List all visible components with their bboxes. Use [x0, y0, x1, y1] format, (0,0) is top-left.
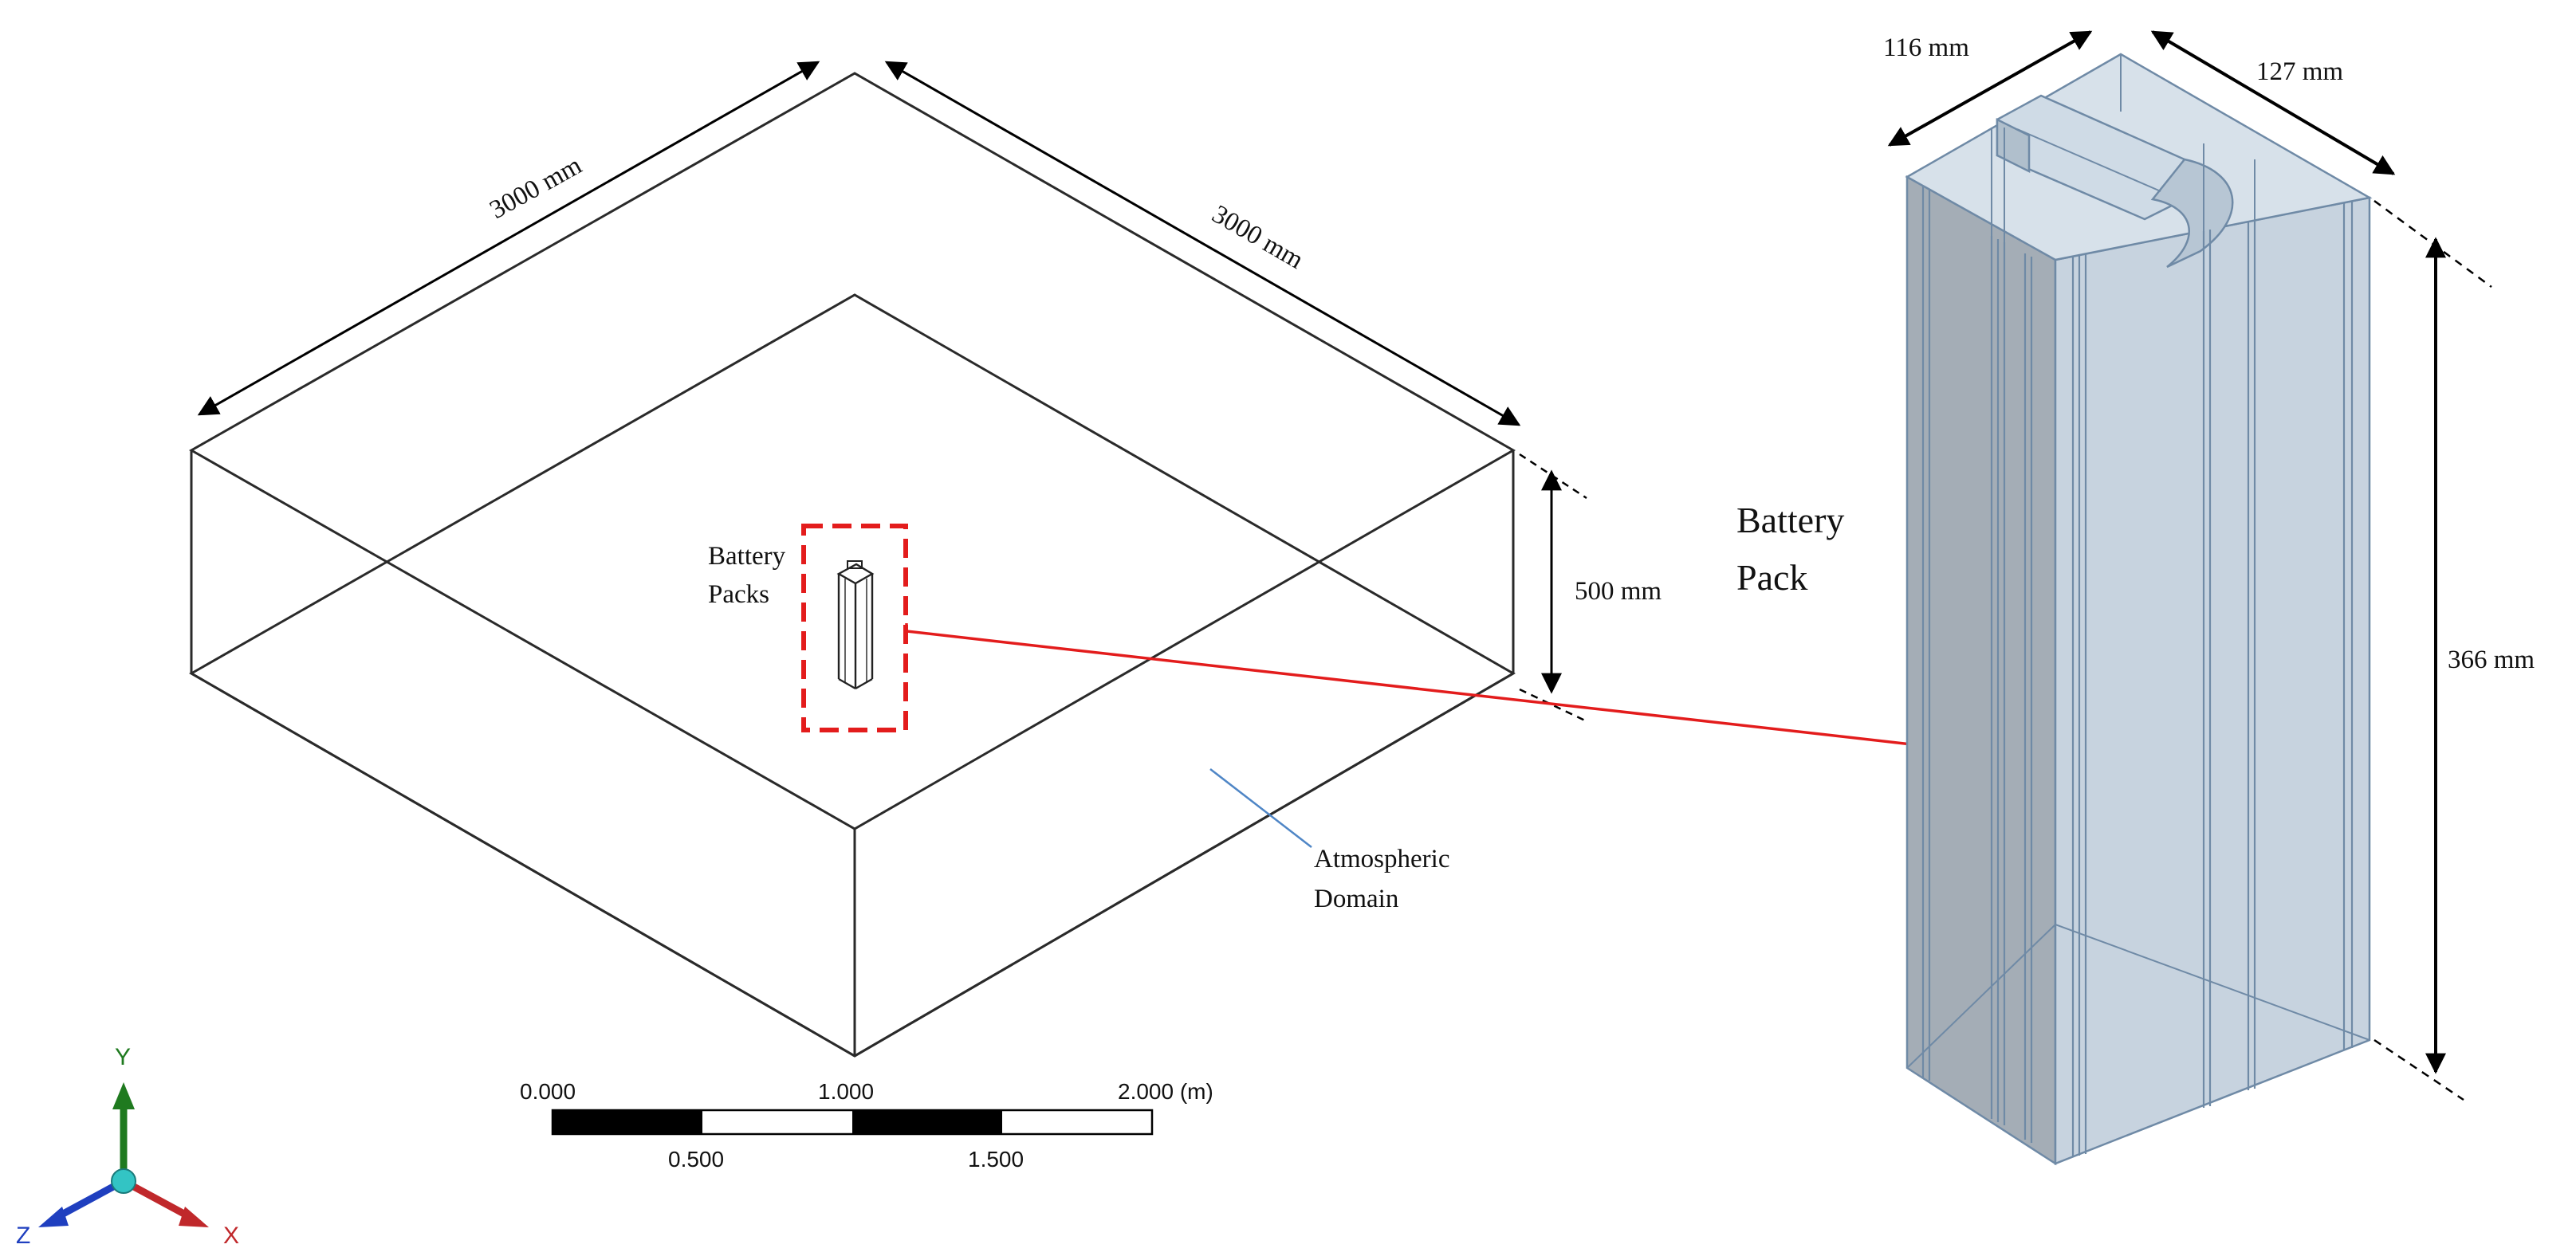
dimension-width-right: 3000 mm [884, 61, 1521, 426]
dimension-width-left: 3000 mm [197, 61, 820, 416]
battery-pack-title-line2: Pack [1736, 557, 1807, 598]
scale-label-1-5: 1.500 [968, 1147, 1024, 1172]
pack-dimension-width: 127 mm [2150, 30, 2396, 175]
coordinate-triad: Y Z X [16, 1044, 239, 1249]
scale-label-2: 2.000 (m) [1118, 1079, 1213, 1104]
battery-pack-title-line1: Battery [1736, 500, 1844, 540]
scale-label-0-5: 0.500 [668, 1147, 724, 1172]
link-arrow [905, 623, 2011, 756]
dimension-height: 500 mm [1519, 453, 1662, 723]
scale-label-1: 1.000 [818, 1079, 874, 1104]
pack-dimension-label-depth: 116 mm [1883, 33, 1969, 62]
pack-dimension-label-height: 366 mm [2448, 646, 2535, 674]
small-battery-pack [836, 560, 875, 690]
callout-battery-line1: Battery [708, 542, 786, 571]
triad-x-axis [121, 1178, 194, 1221]
triad-label-x: X [223, 1223, 239, 1249]
callout-domain-line2: Domain [1314, 885, 1398, 913]
callout-battery-packs: Battery Packs [708, 542, 786, 609]
pack-dimension-label-width: 127 mm [2256, 57, 2343, 86]
scale-bar: 0.000 1.000 2.000 (m) 0.500 1.500 [520, 1079, 1213, 1172]
pack-dimension-depth: 116 mm [1883, 30, 2093, 147]
battery-pack-right-ribs [2071, 201, 2354, 1157]
scale-label-0: 0.000 [520, 1079, 576, 1104]
callout-battery-line2: Packs [708, 580, 769, 609]
triad-label-z: Z [16, 1223, 30, 1249]
battery-pack-3d [1905, 53, 2373, 1166]
pack-dimension-height: 366 mm [2373, 199, 2535, 1101]
callout-atmospheric-domain: Atmospheric Domain [1209, 768, 1449, 913]
triad-label-y: Y [115, 1044, 131, 1070]
dimension-label-width-right: 3000 mm [1207, 200, 1308, 275]
triad-origin [111, 1168, 136, 1194]
triad-z-axis [53, 1178, 126, 1221]
dimension-label-height: 500 mm [1575, 577, 1662, 606]
dimension-label-width-left: 3000 mm [485, 151, 587, 225]
callout-domain-line1: Atmospheric [1314, 845, 1449, 873]
battery-pack-left-ribs [1921, 186, 2033, 1143]
